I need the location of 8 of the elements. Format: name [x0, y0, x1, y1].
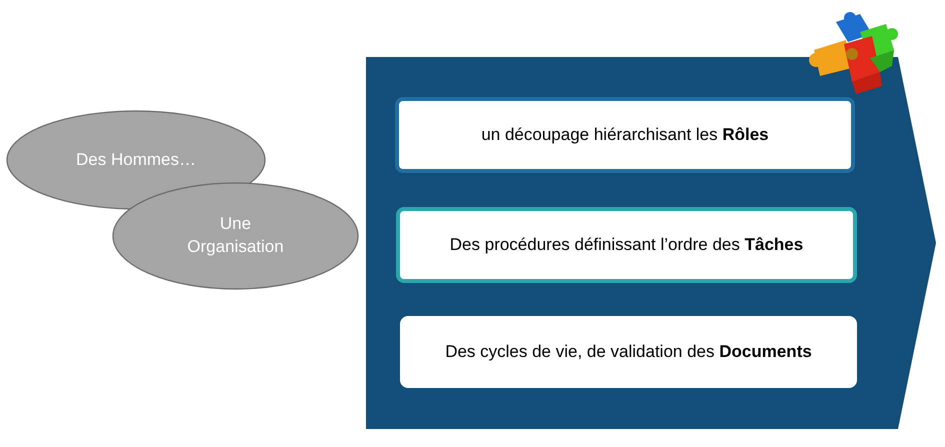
card-text: Des cycles de vie, de validation des Documents [445, 342, 812, 362]
card-text: un découpage hiérarchisant les Rôles [481, 125, 769, 145]
card-text: Des procédures définissant l’ordre des Tâches [450, 235, 804, 255]
ellipse-label: Une Organisation [186, 213, 285, 258]
text-card [400, 316, 857, 388]
text-card [396, 207, 857, 283]
text-card [395, 97, 855, 173]
ellipse-label: Des Hommes… [75, 148, 197, 171]
